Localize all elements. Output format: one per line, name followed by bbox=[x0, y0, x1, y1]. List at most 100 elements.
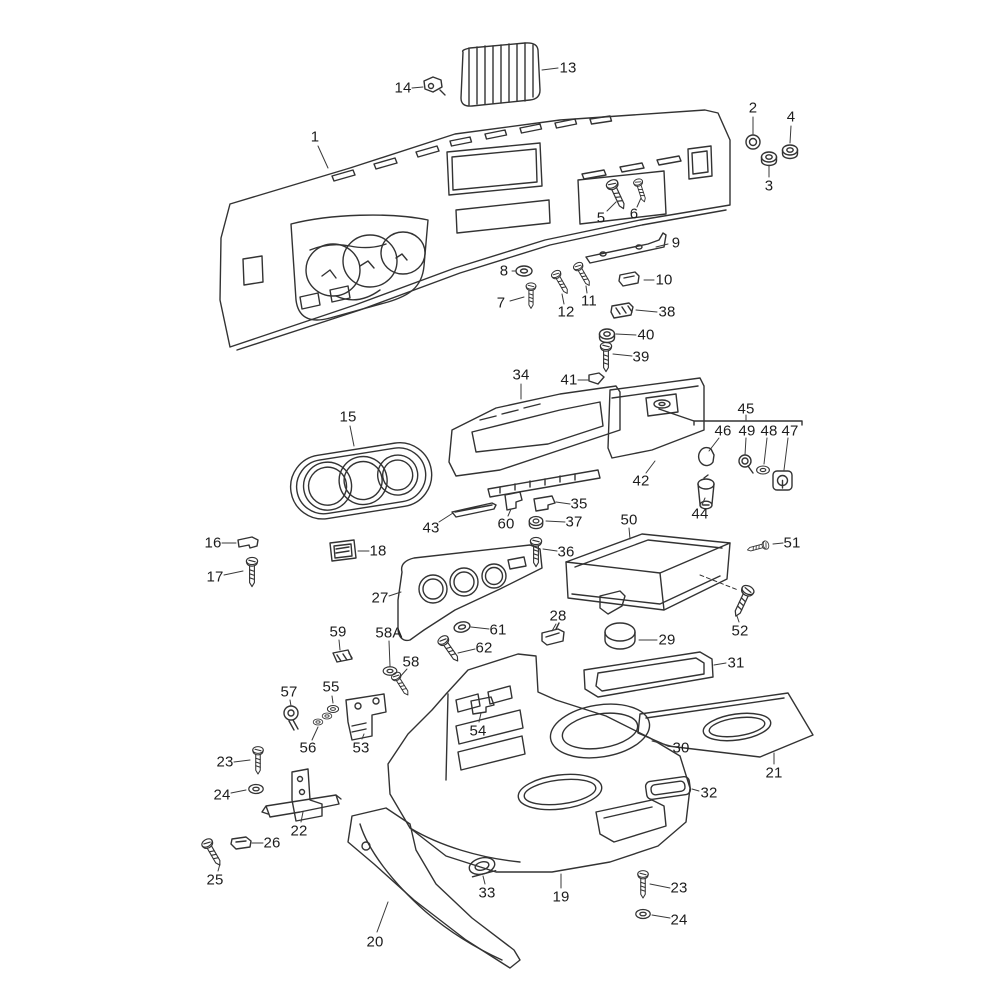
part-33-handle bbox=[468, 856, 497, 878]
part-3-nut bbox=[760, 151, 778, 167]
part-26-clip bbox=[230, 836, 252, 850]
part-21-rear-board bbox=[637, 692, 814, 758]
leader-line-61 bbox=[470, 626, 490, 630]
part-49-ring bbox=[738, 454, 754, 474]
part-17-screw bbox=[245, 556, 259, 588]
leader-line-48 bbox=[763, 437, 768, 465]
part-52-screw bbox=[729, 583, 757, 620]
part-44-lock-cylinder bbox=[697, 474, 715, 510]
leader-line-1 bbox=[317, 145, 329, 169]
leader-line-52 bbox=[736, 615, 740, 623]
leader-line-38 bbox=[635, 309, 658, 313]
leader-line-23 bbox=[233, 759, 251, 763]
leader-line-25 bbox=[217, 863, 221, 872]
leader-line-20 bbox=[376, 901, 389, 933]
part-54-clip bbox=[470, 696, 495, 715]
part-59-clip bbox=[332, 649, 353, 663]
leader-line-6 bbox=[636, 197, 642, 208]
leader-line-9 bbox=[655, 243, 669, 248]
leader-line-42 bbox=[645, 460, 656, 474]
part-42-glovebox-lid bbox=[607, 377, 705, 459]
leader-line-14 bbox=[411, 86, 424, 89]
leader-line-49 bbox=[744, 437, 747, 456]
leader-line-43 bbox=[438, 512, 454, 523]
part-2-washer bbox=[745, 134, 761, 150]
leader-line-23 bbox=[649, 883, 671, 889]
part-27-console-front-panel bbox=[397, 544, 543, 642]
part-48-washer bbox=[756, 465, 770, 475]
part-28-bracket bbox=[541, 622, 565, 646]
part-46-clip bbox=[697, 446, 715, 467]
part-8-washer bbox=[515, 265, 533, 277]
part-11-screw bbox=[571, 260, 594, 289]
part-1-dashboard-panel bbox=[219, 109, 731, 351]
part-57-knob-screw bbox=[283, 705, 299, 731]
part-29-plug bbox=[604, 622, 636, 650]
part-4-nut bbox=[781, 144, 799, 160]
leader-line-55 bbox=[331, 695, 334, 704]
part-15-instrument-bezel bbox=[289, 442, 433, 520]
leader-line-31 bbox=[713, 662, 727, 666]
leader-line-24 bbox=[651, 914, 671, 919]
leader-line-37 bbox=[545, 520, 566, 523]
part-58a-washer bbox=[382, 666, 398, 676]
part-51-screw bbox=[745, 539, 771, 555]
assembly-guide-line bbox=[699, 574, 739, 591]
part-24-washer-right bbox=[635, 908, 651, 920]
part-14-clip bbox=[423, 76, 446, 96]
part-32-insert bbox=[644, 775, 692, 801]
leader-line-44 bbox=[701, 497, 706, 506]
part-43-strip bbox=[451, 502, 497, 518]
leader-line-51 bbox=[772, 542, 784, 545]
leader-line-24 bbox=[230, 789, 247, 794]
part-19-center-console bbox=[387, 653, 691, 873]
leader-line-30 bbox=[651, 740, 672, 747]
leader-line-12 bbox=[561, 293, 565, 305]
leader-line-36 bbox=[542, 548, 558, 552]
part-34-center-dash-section bbox=[448, 385, 621, 498]
part-37-nut bbox=[528, 515, 544, 530]
part-5-screw bbox=[604, 177, 630, 212]
part-50-storage-tray bbox=[565, 533, 731, 615]
part-39-screw bbox=[599, 341, 613, 373]
leader-line-13 bbox=[541, 67, 559, 71]
leader-line-4 bbox=[789, 125, 792, 144]
part-60-bracket bbox=[504, 491, 523, 511]
leader-line-5 bbox=[606, 201, 617, 212]
leader-line-15 bbox=[349, 425, 355, 447]
part-47-lock-housing bbox=[772, 470, 793, 491]
leader-line-22 bbox=[300, 811, 304, 823]
part-31-trim-panel bbox=[583, 651, 714, 698]
leader-line-32 bbox=[691, 788, 700, 792]
leader-line-33 bbox=[482, 875, 486, 885]
part-13-speaker-grille bbox=[460, 42, 541, 107]
part-38-clip bbox=[610, 302, 634, 319]
part-25-screw bbox=[199, 836, 226, 869]
part-41-clip bbox=[588, 372, 605, 385]
part-23-screw-right bbox=[637, 870, 649, 899]
part-7-screw bbox=[525, 282, 537, 309]
part-56-washers bbox=[312, 712, 333, 726]
leader-line-46 bbox=[708, 437, 720, 452]
leader-line-54 bbox=[478, 712, 482, 723]
leader-line-62 bbox=[457, 648, 476, 654]
part-18-switch bbox=[329, 539, 357, 562]
part-35-clip bbox=[533, 495, 556, 512]
leader-line-56 bbox=[311, 726, 319, 741]
leader-line-40 bbox=[615, 333, 637, 336]
leader-line-50 bbox=[628, 527, 631, 540]
leader-line-59 bbox=[338, 639, 341, 651]
part-61-washer bbox=[452, 619, 472, 635]
part-24-washer-left bbox=[248, 783, 264, 795]
leader-line-17 bbox=[223, 570, 244, 576]
part-9-bracket bbox=[585, 232, 667, 264]
leader-line-57 bbox=[289, 699, 292, 707]
part-55-washer bbox=[326, 705, 340, 713]
leader-line-35 bbox=[555, 501, 571, 505]
leader-line-60 bbox=[507, 508, 512, 517]
leader-line-7 bbox=[509, 296, 525, 302]
part-40-nut bbox=[598, 328, 616, 344]
leader-line-47 bbox=[783, 437, 789, 471]
